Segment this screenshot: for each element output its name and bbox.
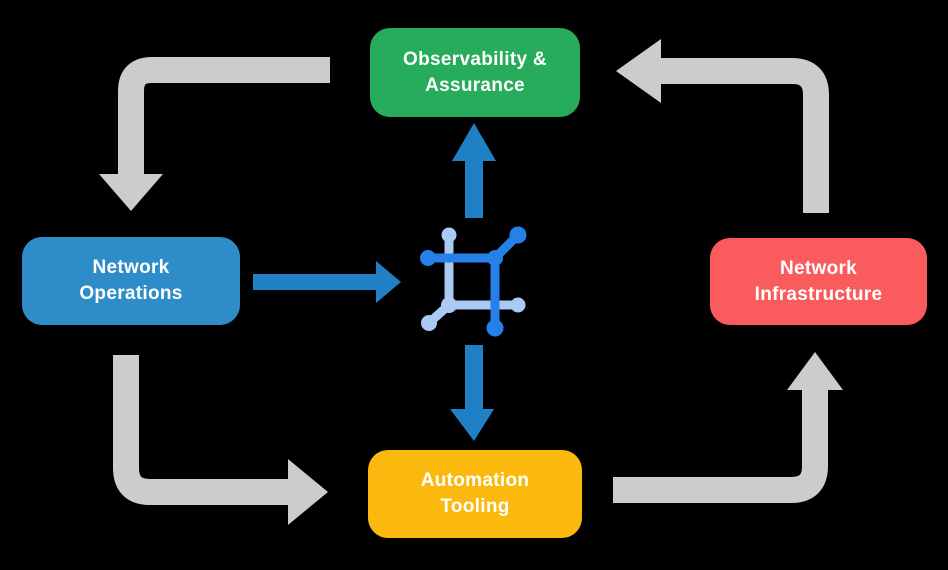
- network-mesh-icon: [420, 226, 527, 337]
- arrow-center-to-automation: [450, 345, 494, 441]
- node-network-operations: Network Operations: [22, 237, 240, 325]
- arrow-automation-to-infrastructure: [613, 352, 843, 503]
- node-label-line2: Operations: [79, 283, 183, 304]
- arrow-head-right: [288, 459, 328, 525]
- arrow-infrastructure-to-observability: [616, 39, 829, 213]
- arrow-head-down: [450, 409, 494, 441]
- arrow-head-up: [452, 123, 496, 161]
- arrow-head-left: [616, 39, 661, 103]
- network-mesh-icon-light-part: [421, 227, 526, 331]
- node-label-line1: Automation: [420, 470, 530, 491]
- node-network-infrastructure: Network Infrastructure: [710, 238, 927, 325]
- arrow-operations-to-center: [253, 261, 401, 303]
- arrow-shaft: [113, 355, 290, 505]
- arrow-head-right: [376, 261, 401, 303]
- node-label-line2: Assurance: [425, 74, 525, 96]
- arrow-head-up: [787, 352, 843, 390]
- arrow-observability-to-operations: [99, 57, 330, 211]
- node-label-line1: Observability &: [403, 48, 547, 70]
- arrow-shaft: [613, 390, 828, 503]
- node-label-line2: Tooling: [440, 496, 510, 517]
- arrow-shaft: [660, 58, 829, 213]
- arrow-operations-to-automation: [113, 355, 328, 525]
- network-mesh-icon-dark-part: [420, 226, 527, 337]
- arrow-head-down: [99, 174, 163, 211]
- arrow-center-to-observability: [452, 123, 496, 218]
- node-label-line2: Infrastructure: [754, 283, 883, 305]
- node-label-line1: Network: [92, 257, 170, 278]
- node-automation-tooling: Automation Tooling: [368, 450, 582, 538]
- node-label-line1: Network: [779, 257, 858, 279]
- arrow-shaft: [118, 57, 330, 176]
- node-observability-assurance: Observability & Assurance: [370, 28, 580, 117]
